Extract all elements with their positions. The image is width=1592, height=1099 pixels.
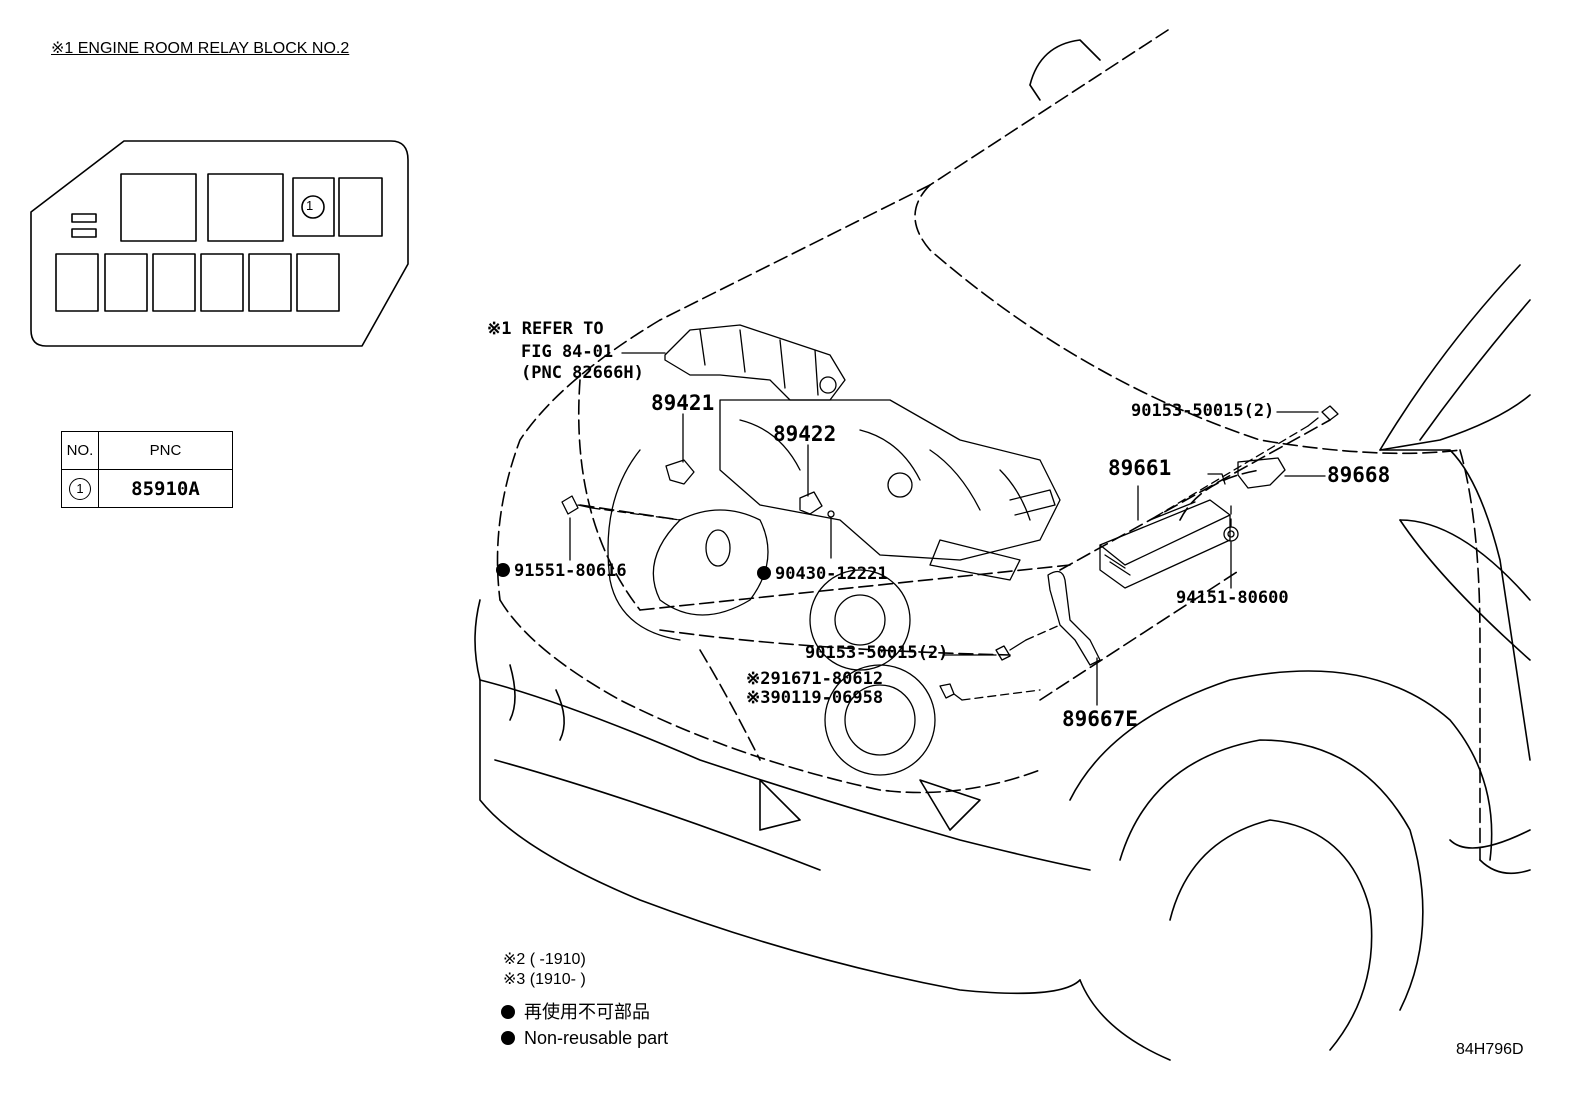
relay-block-outline [30, 140, 409, 347]
part-label-90153-top: 90153-50015(2) [1131, 401, 1275, 421]
part-label-90430-12221: 90430-12221 [757, 566, 888, 583]
legend-jp-text: 再使用不可部品 [524, 1002, 651, 1022]
pnc-header-no: NO. [61, 431, 99, 470]
part-label-89667E: 89667E [1062, 707, 1138, 731]
relay-callout-number: 1 [306, 198, 314, 213]
legend-non-reusable-en: Non-reusable part [501, 1029, 668, 1047]
non-reusable-dot-icon [757, 566, 771, 580]
non-reusable-dot-icon [501, 1005, 515, 1019]
part-label-89661: 89661 [1108, 456, 1172, 480]
part-label-94151-80600: 94151-80600 [1176, 588, 1289, 608]
part-label-90153-mid: 90153-50015(2) [805, 643, 949, 663]
legend-note-2: ※2 ( -1910) [503, 951, 586, 968]
refer-note-line3: (PNC 82666H) [521, 363, 644, 383]
non-reusable-dot-icon [501, 1031, 515, 1045]
part-number-91551: 91551-80616 [514, 561, 627, 581]
ecu-module [1099, 499, 1231, 589]
part-number-90430: 90430-12221 [775, 564, 888, 584]
part-label-91671-80612: ※291671-80612 [746, 669, 884, 689]
bolts [561, 405, 1339, 701]
part-label-89668: 89668 [1327, 463, 1391, 487]
legend-note-3: ※3 (1910- ) [503, 971, 586, 988]
leader-lines-dashed [591, 425, 1309, 701]
vehicle-body-lines [496, 29, 1481, 861]
sensor-89422 [799, 491, 835, 518]
pnc-row-value: 85910A [98, 469, 233, 508]
leader-lines [569, 352, 1326, 706]
sensor-89421 [665, 459, 695, 485]
non-reusable-dot-icon [496, 563, 510, 577]
vehicle-body-solid [474, 39, 1531, 1061]
pnc-row-no-circle: 1 [69, 477, 91, 500]
legend-en-text: Non-reusable part [524, 1028, 669, 1048]
pnc-table-header: NO. PNC [61, 431, 233, 470]
pnc-table: NO. PNC 1 85910A [61, 431, 233, 508]
figure-id: 84H796D [1456, 1041, 1524, 1058]
part-label-89422: 89422 [773, 422, 837, 446]
engine-assembly [607, 324, 1061, 776]
table-row: 1 85910A [61, 469, 233, 508]
part-label-91551-80616: 91551-80616 [496, 563, 627, 580]
bracket-89667E [1047, 570, 1101, 666]
pnc-header-pnc: PNC [98, 431, 233, 470]
part-label-89421: 89421 [651, 391, 715, 415]
refer-note-line2: FIG 84-01 [521, 342, 614, 362]
pnc-row-no: 1 [61, 469, 99, 508]
legend-non-reusable-jp: 再使用不可部品 [501, 1003, 650, 1021]
bracket-89668 [1207, 457, 1286, 489]
part-label-90119-06958: ※390119-06958 [746, 688, 884, 708]
relay-block-title: ※1 ENGINE ROOM RELAY BLOCK NO.2 [51, 40, 350, 57]
refer-note-line1: ※1 REFER TO [487, 319, 604, 339]
